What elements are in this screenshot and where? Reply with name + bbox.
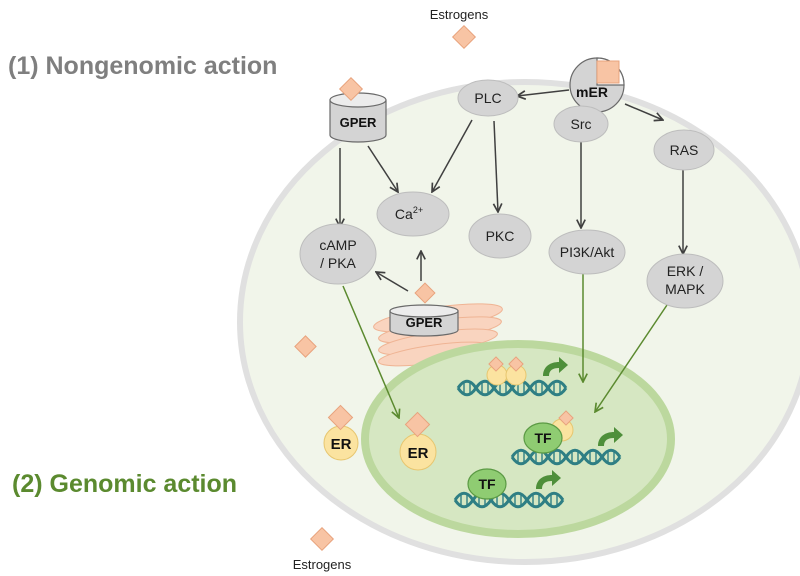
er-nucleus-label: ER — [408, 445, 429, 462]
estrogens-label-bottom: Estrogens — [293, 557, 352, 572]
arrow-plc-to-ca — [432, 119, 473, 192]
estrogen-on-mer — [596, 60, 620, 84]
estrogen-on-er-cytoplasm — [327, 404, 354, 431]
nongenomic-heading: (1) Nongenomic action — [8, 52, 278, 80]
calcium-symbol: Ca — [395, 206, 413, 222]
er-nucleus: ER — [399, 411, 437, 471]
dna-strand-lower: TF — [453, 468, 565, 509]
mapk-label: MAPK — [665, 281, 705, 297]
estrogen-molecule-bottom — [309, 526, 335, 552]
signaling-arrows — [340, 89, 683, 292]
estrogen-molecule-top — [451, 24, 477, 50]
camp-pka-node: cAMP / PKA — [299, 223, 377, 285]
er-cytoplasm: ER — [323, 404, 359, 461]
estrogen-on-er-nucleus — [404, 411, 431, 438]
estrogen-on-gper — [338, 76, 364, 102]
estrogen-molecule-cytoplasm — [294, 335, 317, 358]
erk-label: ERK / — [667, 263, 704, 279]
arrow-gper-to-ca — [367, 145, 398, 192]
camp-label: cAMP — [319, 237, 356, 253]
pi3k-akt-node: PI3K/Akt — [548, 229, 626, 275]
pkc-node: PKC — [468, 213, 532, 259]
genomic-arrows — [342, 274, 668, 418]
gper-er-label: GPER — [406, 315, 443, 330]
gper-membrane-label: GPER — [340, 115, 377, 130]
tf-upper: TF — [523, 410, 574, 454]
calcium-label: Ca2+ — [395, 205, 423, 222]
arrow-erk-to-tf — [595, 304, 668, 412]
estrogens-label-top: Estrogens — [430, 7, 489, 22]
ras-node: RAS — [653, 129, 715, 171]
calcium-charge: 2+ — [413, 205, 423, 215]
er-dimer-on-dna — [486, 356, 527, 386]
tf-lower-label: TF — [478, 476, 496, 492]
er-cytoplasm-label: ER — [331, 436, 352, 453]
tf-lower: TF — [467, 468, 507, 500]
src-node: Src — [553, 105, 609, 143]
pkc-label: PKC — [486, 228, 515, 244]
arrow-mer-to-ras — [624, 103, 663, 120]
plc-label: PLC — [474, 90, 501, 106]
pi3k-label: PI3K/Akt — [560, 244, 615, 260]
genomic-heading: (2) Genomic action — [12, 470, 238, 498]
tf-upper-label: TF — [534, 430, 552, 446]
ras-label: RAS — [670, 142, 699, 158]
dna-strand-upper — [456, 356, 568, 397]
nucleus — [361, 340, 675, 538]
gper-membrane-receptor: GPER — [329, 76, 387, 143]
erk-mapk-node: ERK / MAPK — [646, 253, 724, 309]
arrow-ergper-to-camp — [376, 272, 409, 292]
arrow-mer-to-plc — [517, 89, 570, 96]
estrogen-on-er-gper — [414, 282, 436, 304]
src-label: Src — [571, 116, 592, 132]
pka-label: / PKA — [320, 255, 356, 271]
arrow-plc-to-pkc — [494, 120, 498, 212]
gper-er-receptor: GPER — [389, 282, 459, 337]
arrow-camp-to-er — [342, 285, 399, 418]
plc-node: PLC — [457, 79, 519, 117]
mer-receptor: mER — [569, 57, 625, 113]
calcium-node: Ca2+ — [376, 191, 450, 237]
mer-label: mER — [576, 84, 608, 100]
dna-strand-middle: TF — [510, 410, 623, 466]
